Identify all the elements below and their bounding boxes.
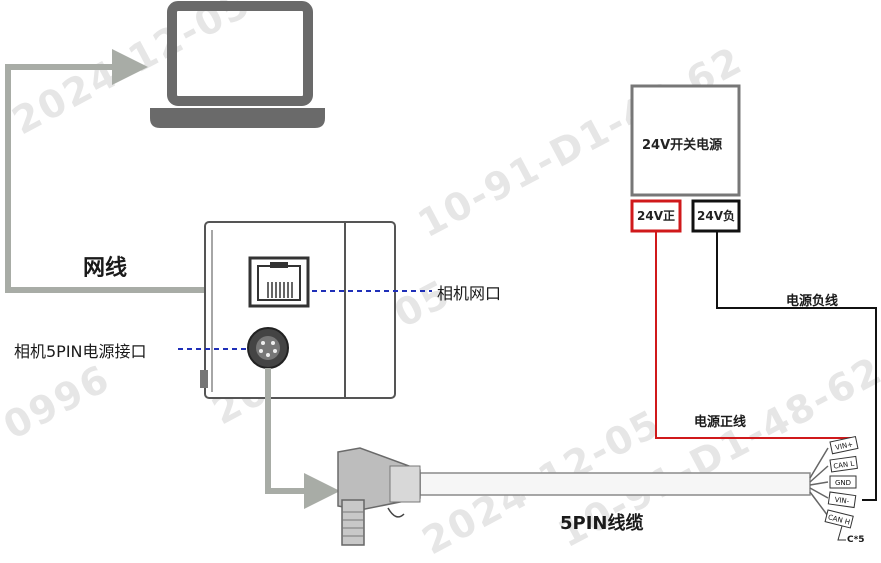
power-supply-label: 24V开关电源 — [642, 138, 723, 153]
power-connector-icon — [247, 327, 289, 369]
negative-wire-label: 电源负线 — [786, 294, 839, 309]
pin-tags: VIN+ CAN L GND VIN- CAN H — [824, 436, 859, 541]
camera-power-port-label: 相机5PIN电源接口 — [14, 342, 147, 361]
pin-label: CAN L — [833, 460, 855, 471]
network-cable-label: 网线 — [83, 256, 128, 281]
negative-wire — [716, 231, 877, 501]
laptop-icon — [150, 1, 325, 128]
pin-note-label: C*5 — [847, 535, 865, 545]
ethernet-port-icon — [248, 256, 310, 308]
pin-label: VIN+ — [835, 440, 854, 452]
camera-body — [200, 221, 396, 399]
negative-terminal-label: 24V负 — [697, 209, 735, 223]
positive-wire-label: 电源正线 — [694, 415, 747, 430]
power-supply-box — [630, 84, 741, 197]
power-cable-line — [265, 368, 340, 509]
positive-terminal-label: 24V正 — [637, 209, 675, 223]
camera-network-port-label: 相机网口 — [437, 284, 502, 303]
network-cable-line — [5, 49, 250, 293]
positive-terminal-box — [630, 199, 682, 233]
negative-terminal-box — [691, 199, 741, 233]
diagram-graphics: VIN+ CAN L GND VIN- CAN H — [5, 1, 877, 546]
positive-wire — [655, 231, 856, 449]
pin-label: GND — [835, 479, 851, 487]
cable-label: 5PIN线缆 — [560, 513, 644, 534]
five-pin-cable — [337, 447, 829, 546]
pin-label: VIN- — [834, 496, 850, 506]
